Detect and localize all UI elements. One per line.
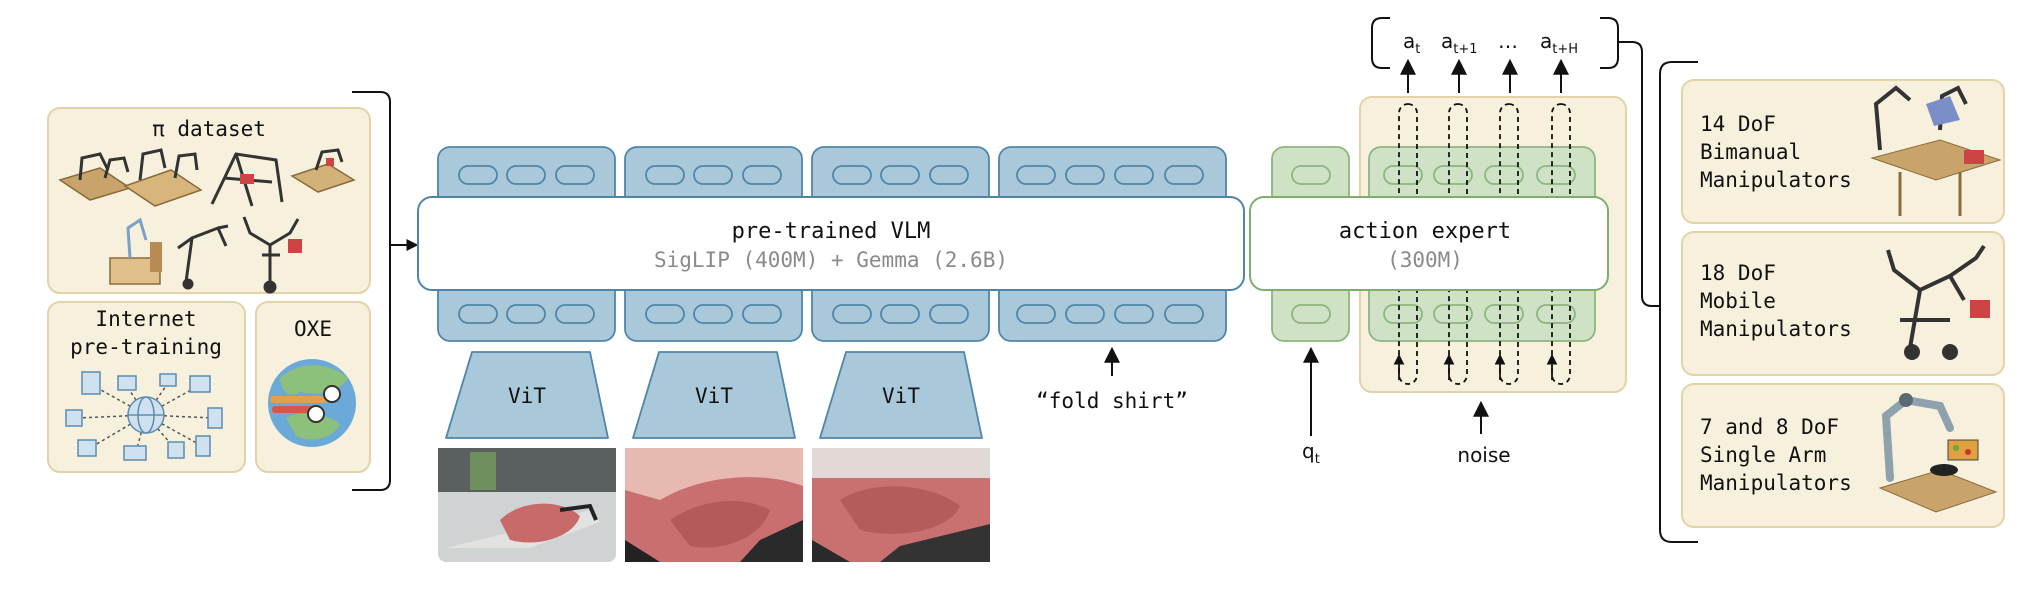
robot-card-single-arm: 7 and 8 DoF Single Arm Manipulators [1681,383,2005,528]
pi-dataset-robot-images [58,148,356,294]
robot-3-line3: Manipulators [1700,471,1852,495]
robot-3-line1: 7 and 8 DoF [1700,415,1839,439]
action-expert-title: action expert [1339,219,1511,244]
camera-image-1 [438,448,616,562]
robot-2-line1: 18 DoF [1700,261,1776,285]
bimanual-robot-image [1870,85,2002,216]
oxe-box: OXE [255,301,371,473]
robot-3-line2: Single Arm [1700,443,1826,467]
vit-label-3: ViT [882,384,920,408]
vlm-title: pre-trained VLM [732,219,931,244]
output-to-robots-connector [1618,41,1660,307]
single-arm-robot-image [1878,393,1998,513]
vlm-subtitle: SigLIP (400M) + Gemma (2.6B) [654,248,1008,272]
internet-title-line2: pre-training [70,335,222,359]
oxe-globe-logo [268,359,356,447]
vlm-banner: pre-trained VLM SigLIP (400M) + Gemma (2… [417,196,1245,291]
vit-label-2: ViT [695,384,733,408]
action-outputs: at at+1 … at+H [1371,17,1619,93]
vit-encoder-1: ViT [445,351,609,439]
internet-title-line1: Internet [95,307,196,331]
noise-label: noise [1457,443,1510,467]
vit-encoder-2: ViT [632,351,796,439]
action-token-1: at [1403,29,1420,57]
mobile-robot-image [1886,244,1990,360]
vit-label-1: ViT [508,384,546,408]
camera-image-2 [625,448,803,562]
globe-network-icon [65,371,223,461]
robot-1-line2: Bimanual [1700,140,1801,164]
pi-dataset-title: π dataset [152,117,266,141]
oxe-title: OXE [294,317,332,341]
state-label: qt [1302,439,1320,467]
internet-pretraining-box: Internet pre-training [47,301,246,473]
action-token-2: at+1 [1441,29,1478,57]
pi-dataset-box: π dataset [47,107,371,294]
robot-2-line3: Manipulators [1700,317,1852,341]
action-expert-token-slots [1291,165,1576,324]
robot-card-mobile: 18 DoF Mobile Manipulators [1681,231,2005,376]
prompt-text: “fold shirt” [1036,389,1188,413]
action-token-h: at+H [1540,29,1578,57]
right-bracket [1659,61,1698,543]
robot-card-bimanual: 14 DoF Bimanual Manipulators [1681,79,2005,224]
noise-up-arrows [1393,353,1558,380]
robot-2-line2: Mobile [1700,289,1776,313]
action-ellipsis: … [1498,29,1518,53]
action-expert-banner: action expert (300M) [1249,196,1609,291]
vlm-token-slots [458,165,1204,324]
left-bracket [352,91,391,491]
camera-image-3 [812,448,990,562]
robot-1-line1: 14 DoF [1700,112,1776,136]
vit-encoder-3: ViT [819,351,983,439]
robot-1-line3: Manipulators [1700,168,1852,192]
action-expert-subtitle: (300M) [1387,248,1463,272]
